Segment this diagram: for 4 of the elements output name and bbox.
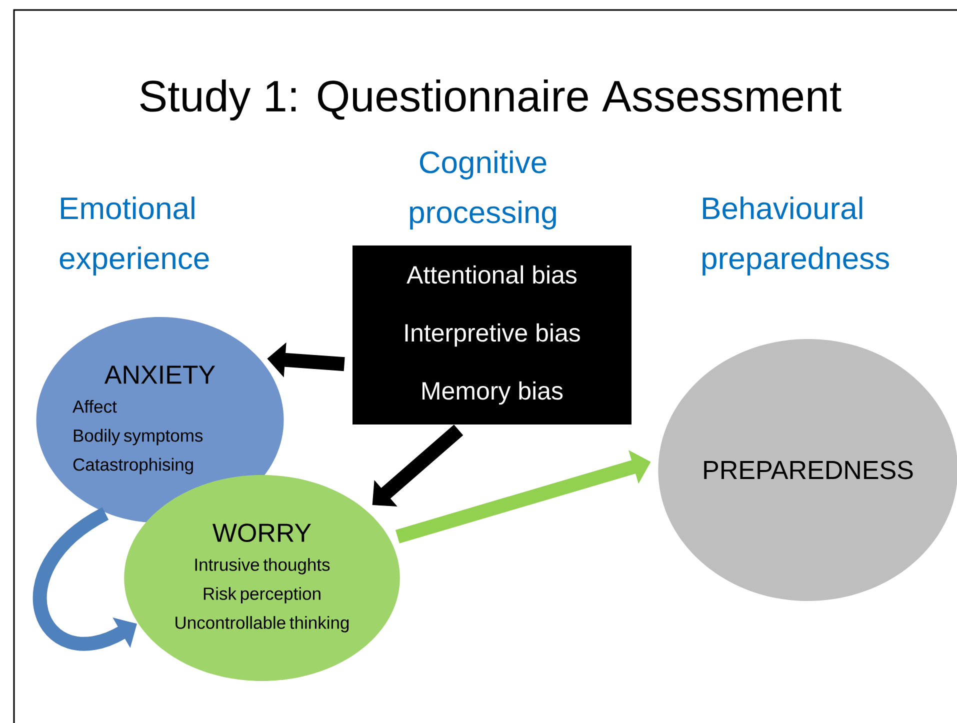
- title: Study 1: Questionnaire Assessment: [140, 79, 842, 120]
- column-heading: Behavioural preparedness: [702, 196, 889, 276]
- bias-box: Attentional bias Interpretive bias Memory bias: [352, 246, 632, 424]
- column-heading: Emotional experience: [60, 196, 209, 276]
